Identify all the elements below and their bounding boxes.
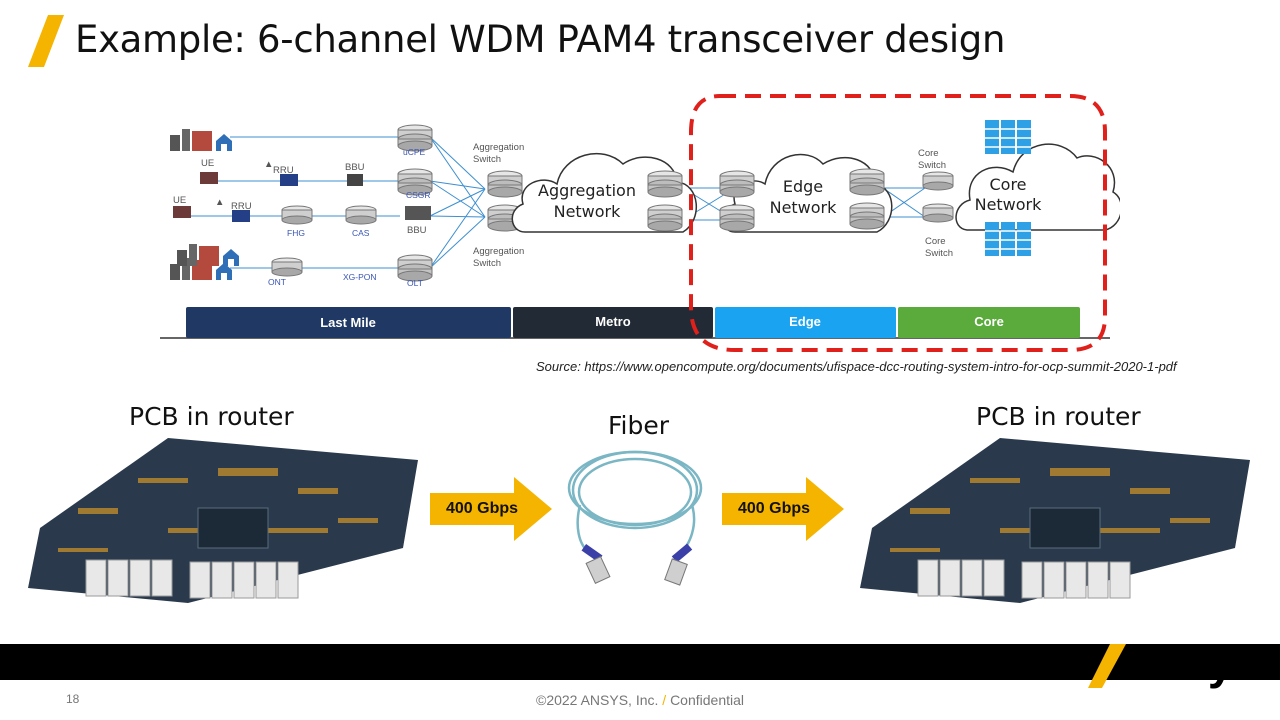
pcb-left-label: PCB in router	[129, 402, 294, 431]
core-switch-label: Switch	[925, 248, 953, 259]
title-accent-slash	[28, 15, 64, 67]
brand-name: Ansys	[1124, 637, 1258, 689]
core-switch-icon	[922, 171, 954, 191]
edge-router-icon	[849, 168, 885, 196]
segment-metro	[513, 307, 713, 338]
fiber-cable-image	[567, 450, 703, 586]
core-cloud	[955, 143, 1120, 231]
xgpon-label: XG-PON	[343, 272, 377, 282]
segment-label: Last Mile	[320, 315, 376, 330]
fhg-node-icon	[281, 205, 313, 225]
core-cloud-label: Core	[989, 175, 1026, 194]
ue-device-icon	[200, 172, 218, 184]
olt-label: OLT	[407, 278, 423, 288]
ansys-logo: Ansys	[1088, 637, 1258, 692]
aggregation-switch-label: Switch	[473, 154, 501, 165]
core-switch-icon	[922, 203, 954, 223]
rru-label: RRU	[273, 165, 294, 176]
aggregation-switch-label: Aggregation	[473, 142, 524, 153]
edge-router-icon	[719, 170, 755, 198]
bandwidth-arrow-right: 400 Gbps	[722, 477, 844, 541]
cas-label: CAS	[352, 228, 370, 238]
segment-core	[898, 307, 1080, 338]
copyright-text: ©2022 ANSYS, Inc.	[536, 692, 659, 708]
aggregation-switch-label: Aggregation	[473, 246, 524, 257]
antenna-icon: ▲	[215, 197, 224, 208]
separator-slash: /	[662, 692, 667, 708]
csgr-label: CSGR	[406, 190, 431, 200]
bandwidth-arrow-left: 400 Gbps	[430, 477, 552, 541]
aggregation-switch-label: Switch	[473, 258, 501, 269]
cas-node-icon	[345, 205, 377, 225]
building-icon	[170, 129, 232, 151]
segment-label: Core	[974, 314, 1004, 329]
footer-bar	[0, 644, 1280, 680]
core-switch-label: Core	[925, 236, 946, 247]
slide-title: Example: 6-channel WDM PAM4 transceiver …	[75, 18, 1006, 61]
server-rack-icon	[984, 221, 1032, 257]
antenna-icon: ▲	[264, 159, 273, 170]
pcb-left-image	[28, 438, 418, 603]
bandwidth-label: 400 Gbps	[445, 500, 519, 517]
edge-cloud-label: Edge	[783, 177, 823, 196]
core-switch-label: Core	[918, 148, 939, 159]
core-switch-label: Switch	[918, 160, 946, 171]
source-citation: Source: https://www.opencompute.org/docu…	[536, 359, 1177, 374]
bbu-label: BBU	[345, 162, 365, 173]
ue-label: UE	[173, 195, 186, 206]
aggregation-switch-icon	[487, 170, 523, 198]
segment-label: Edge	[789, 314, 821, 329]
bandwidth-label: 400 Gbps	[737, 500, 811, 517]
aggregation-router-icon	[647, 204, 683, 232]
ont-node-icon	[271, 257, 303, 277]
segment-label: Metro	[595, 314, 630, 329]
aggregation-router-icon	[647, 170, 683, 198]
bbu-unit-icon	[405, 206, 431, 220]
pcb-right-image	[860, 438, 1250, 603]
segment-last-mile	[186, 307, 511, 338]
network-diagram: UE UE ▲ RRU ▲ RRU BBU FHG CAS ONT XG-PON…	[160, 94, 1120, 352]
fiber-label: Fiber	[608, 411, 670, 440]
bbu-label: BBU	[407, 225, 427, 236]
ue-device-icon	[173, 206, 191, 218]
aggregation-cloud-label: Network	[554, 202, 622, 221]
segment-edge	[715, 307, 896, 338]
rru-unit-icon	[280, 174, 298, 186]
pcb-right-label: PCB in router	[976, 402, 1141, 431]
page-number: 18	[66, 692, 80, 706]
fhg-label: FHG	[287, 228, 305, 238]
core-cloud-label: Network	[975, 195, 1043, 214]
edge-cloud-label: Network	[770, 198, 838, 217]
rru-unit-icon	[232, 210, 250, 222]
ue-label: UE	[201, 158, 214, 169]
ucpe-label: uCPE	[403, 147, 426, 157]
edge-router-icon	[849, 202, 885, 230]
server-rack-icon	[984, 119, 1032, 155]
aggregation-cloud-label: Aggregation	[538, 181, 636, 200]
bbu-unit-icon	[347, 174, 363, 186]
edge-router-icon	[719, 204, 755, 232]
copyright-notice: ©2022 ANSYS, Inc. / Confidential	[0, 692, 1280, 708]
ont-label: ONT	[268, 277, 286, 287]
rru-label: RRU	[231, 201, 252, 212]
edge-core-highlight	[689, 94, 1107, 352]
building-icon	[177, 244, 239, 266]
confidential-text: Confidential	[670, 692, 744, 708]
